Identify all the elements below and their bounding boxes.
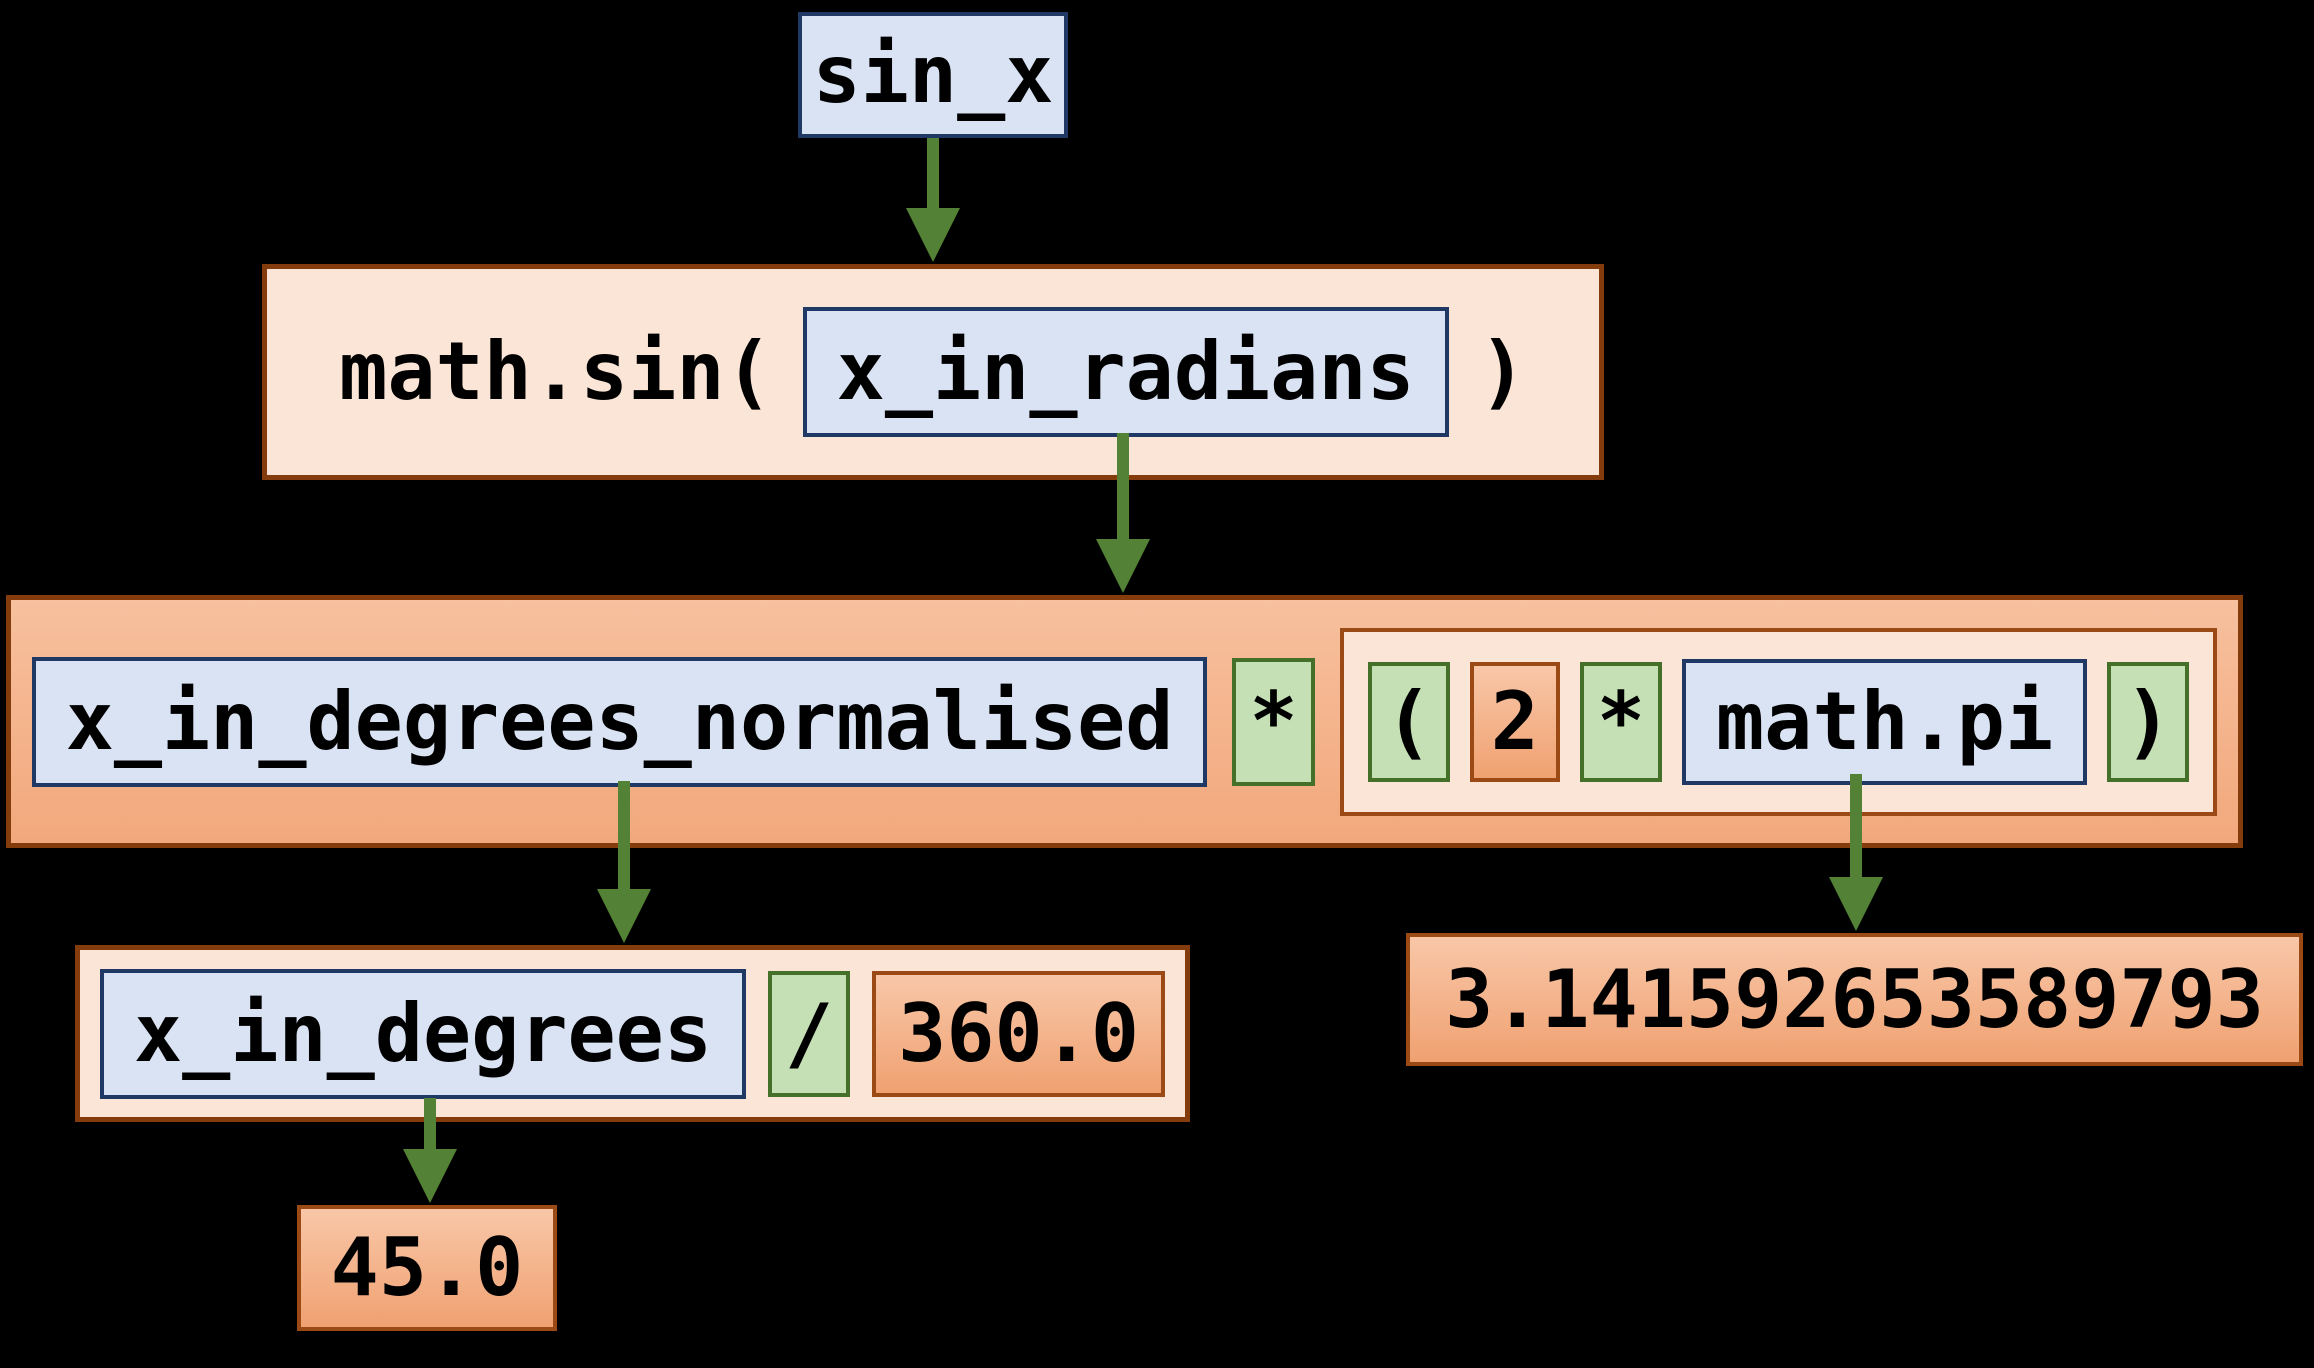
open-paren-label: (	[1384, 674, 1433, 768]
inner-multiply-operator-label: *	[1596, 674, 1645, 768]
node-math-sin-call: math.sin( x_in_radians )	[262, 264, 1604, 480]
x-in-degrees-label: x_in_degrees	[134, 986, 712, 1080]
literal-two-label: 2	[1490, 674, 1539, 768]
math-pi-label: math.pi	[1715, 674, 2054, 768]
node-sin-x: sin_x	[798, 12, 1068, 138]
math-sin-close-paren-label: )	[1478, 325, 1527, 418]
node-literal-360: 360.0	[872, 970, 1165, 1097]
divide-operator-box: /	[767, 970, 851, 1097]
node-literal-two: 2	[1469, 661, 1560, 782]
node-x-in-degrees: x_in_degrees	[100, 968, 746, 1099]
node-two-pi-group: ( 2 * math.pi )	[1339, 627, 2218, 816]
node-radians-expression: x_in_degrees_normalised * ( 2 * math.pi …	[6, 595, 2243, 848]
node-normalised-expression: x_in_degrees / 360.0	[75, 945, 1190, 1122]
multiply-operator-box: *	[1232, 657, 1315, 786]
sin-x-label: sin_x	[812, 28, 1054, 121]
open-paren-box: (	[1367, 661, 1450, 782]
close-paren-box: )	[2107, 661, 2190, 782]
arrow-sin-x-to-call	[906, 138, 960, 262]
literal-360-label: 360.0	[898, 986, 1139, 1080]
node-x-in-degrees-normalised: x_in_degrees_normalised	[31, 656, 1208, 787]
math-sin-prefix-label: math.sin(	[339, 325, 773, 418]
node-x-in-radians: x_in_radians	[802, 307, 1449, 437]
x-in-radians-label: x_in_radians	[836, 325, 1415, 418]
close-paren-label: )	[2124, 674, 2173, 768]
pi-value-label: 3.141592653589793	[1445, 952, 2264, 1046]
x-value-label: 45.0	[330, 1221, 524, 1314]
x-in-degrees-normalised-label: x_in_degrees_normalised	[65, 674, 1174, 768]
divide-operator-label: /	[784, 986, 834, 1080]
node-pi-value: 3.141592653589793	[1406, 933, 2303, 1066]
inner-multiply-operator-box: *	[1579, 661, 1662, 782]
node-x-value: 45.0	[297, 1205, 557, 1331]
multiply-operator-label: *	[1249, 674, 1298, 768]
node-math-pi: math.pi	[1681, 658, 2088, 785]
